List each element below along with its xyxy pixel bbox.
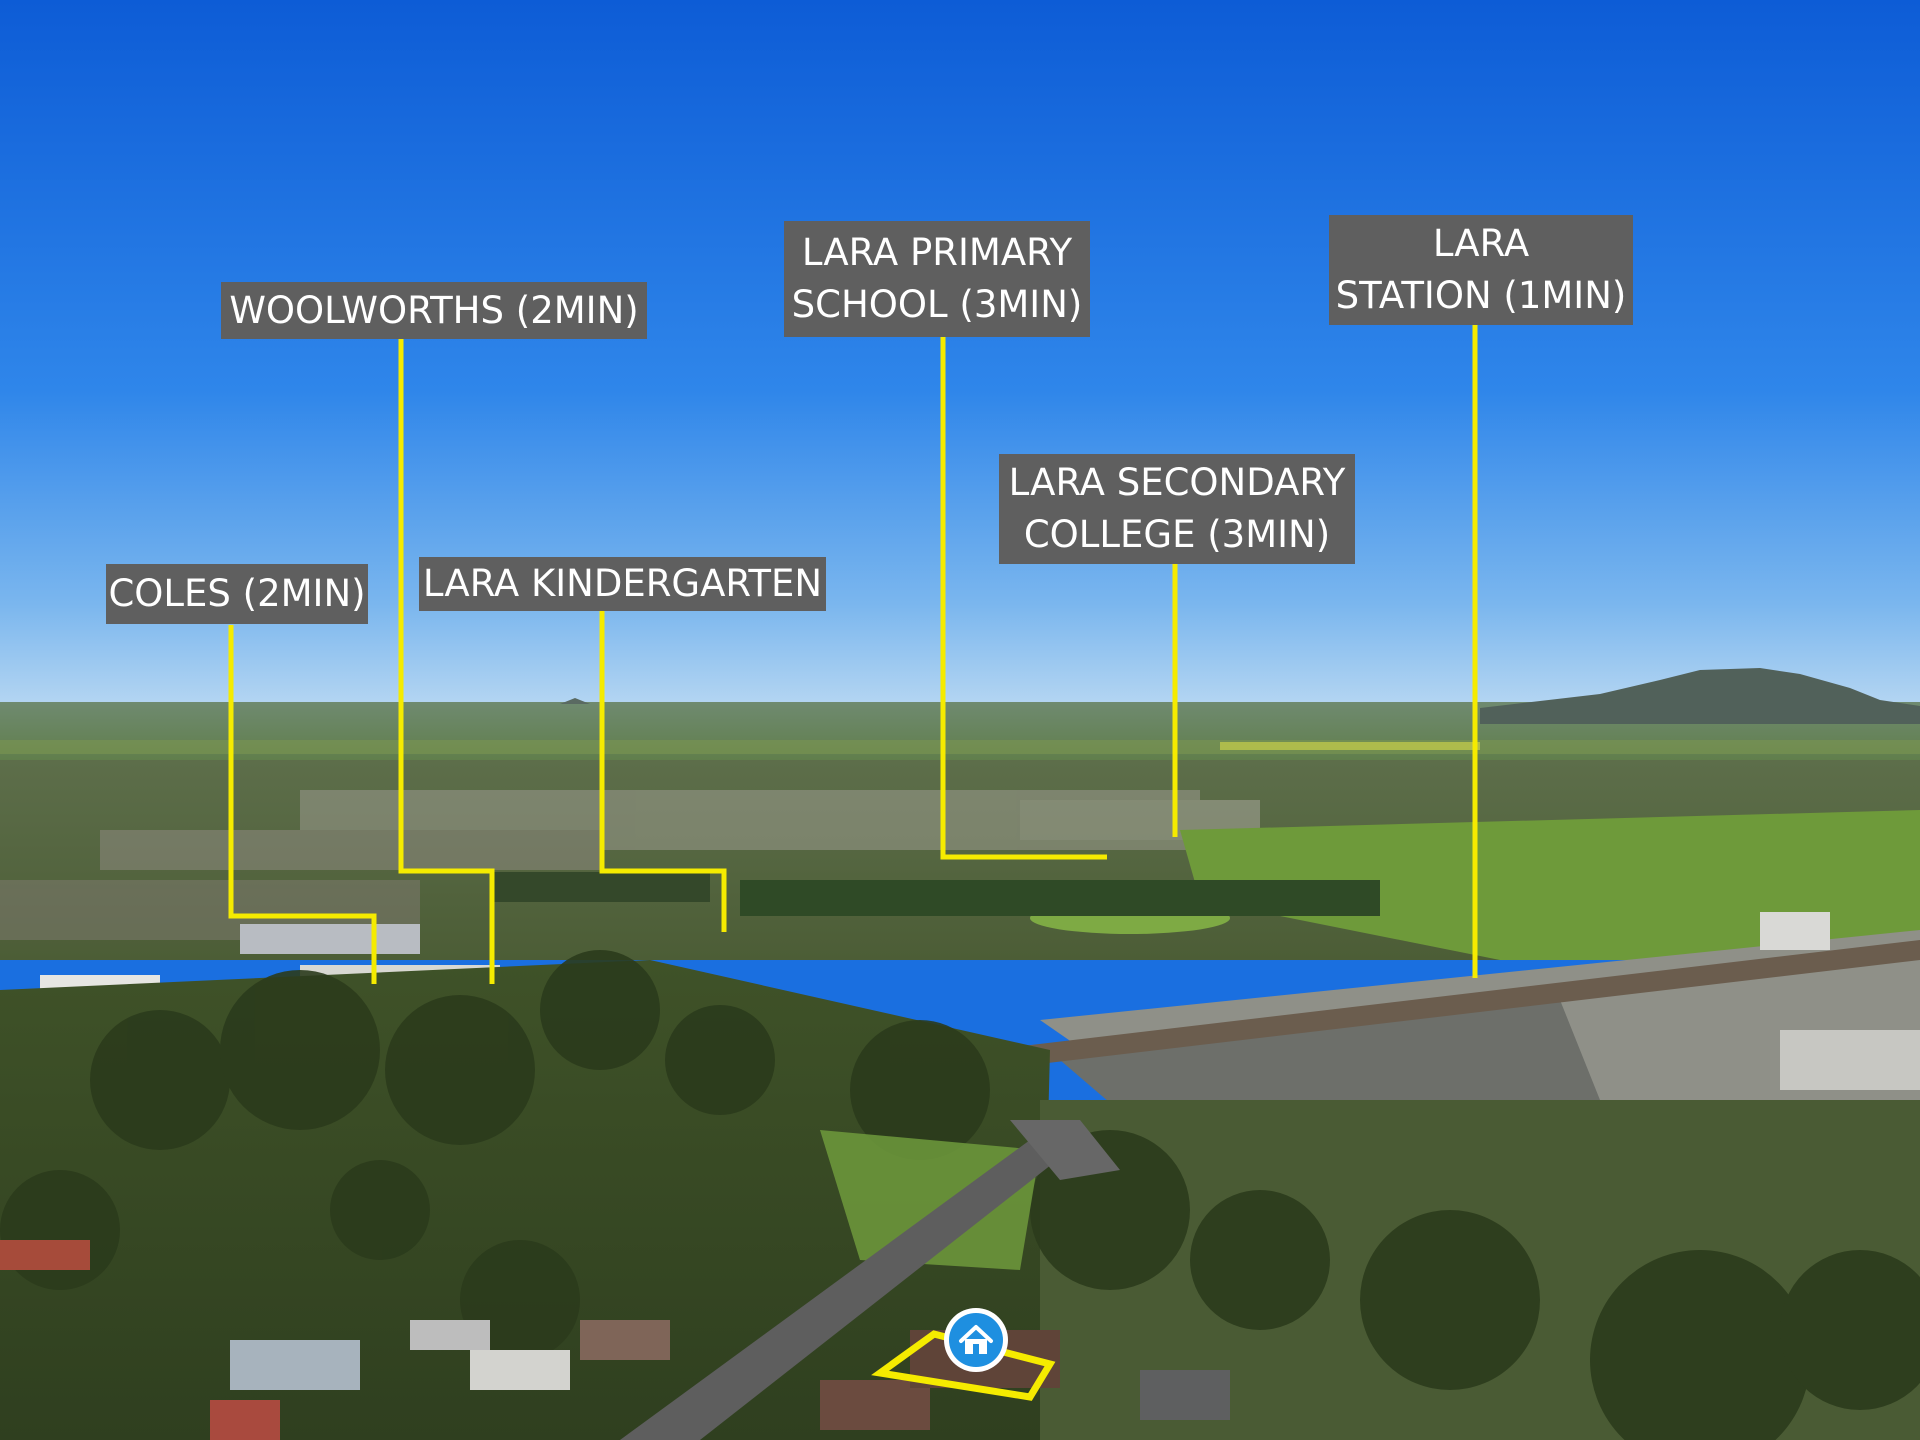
station-label-line-1: LARA <box>1432 222 1530 265</box>
secondary-college-label-line-2: COLLEGE (3MIN) <box>1023 513 1331 556</box>
woolworths-label: WOOLWORTHS (2MIN) <box>221 282 647 339</box>
primary-school-leader-line <box>940 337 1107 860</box>
woolworths-label-line: WOOLWORTHS (2MIN) <box>229 289 639 332</box>
coles-label: COLES (2MIN) <box>106 564 368 624</box>
mountain <box>1480 668 1920 724</box>
kindergarten-label: LARA KINDERGARTEN <box>419 557 826 611</box>
property-outline <box>871 1330 1056 1401</box>
tree-canopy <box>0 950 1920 1440</box>
primary-school-label-line-1: LARA PRIMARY <box>801 231 1073 274</box>
primary-school-label-line-2: SCHOOL (3MIN) <box>791 283 1083 326</box>
primary-school-label: LARA PRIMARY SCHOOL (3MIN) <box>784 221 1090 337</box>
home-marker <box>944 1308 1008 1372</box>
green-fields <box>1180 810 1920 960</box>
station-label-line-2: STATION (1MIN) <box>1335 274 1627 317</box>
road <box>620 1140 1070 1440</box>
coles-label-line: COLES (2MIN) <box>108 572 366 615</box>
kindergarten-label-line: LARA KINDERGARTEN <box>422 562 823 605</box>
station-label: LARA STATION (1MIN) <box>1329 215 1633 325</box>
secondary-college-label-line-1: LARA SECONDARY <box>1008 461 1346 504</box>
woolworths-leader-line <box>398 338 495 984</box>
station-precinct <box>40 912 1920 1270</box>
house-pin-icon <box>959 1325 993 1354</box>
coles-leader-line <box>228 625 377 984</box>
secondary-college-label: LARA SECONDARY COLLEGE (3MIN) <box>999 454 1355 564</box>
leader-lines <box>228 325 1478 984</box>
town-rooftops <box>0 790 1260 940</box>
kindergarten-leader-line <box>599 610 727 932</box>
